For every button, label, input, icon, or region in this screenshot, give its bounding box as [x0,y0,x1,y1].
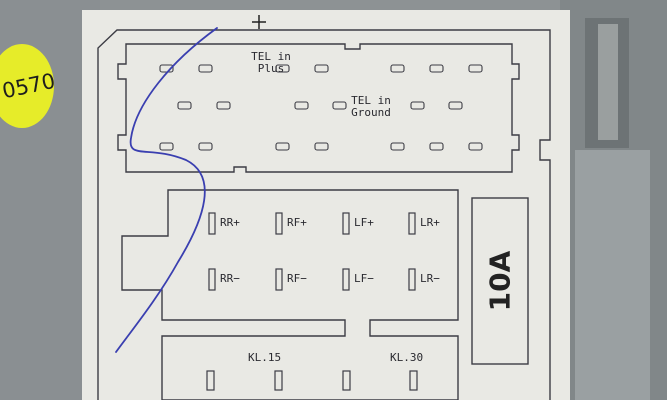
price-sticker: 0570 [0,44,58,128]
tel-ground-line1: TEL in [351,94,391,107]
housing-bar [598,24,618,140]
pin-label-lr-minus: LR− [420,272,440,285]
fuse-text: 10A [483,250,517,312]
tel-plus-label: TEL in Plus [246,51,296,75]
pin-label-rr-plus: RR+ [220,216,240,229]
speaker-connector-outline [121,189,459,400]
fuse-outline [471,197,529,365]
kl30-label: KL.30 [390,351,424,364]
pin-label-lf-plus: LF+ [354,216,374,229]
pin-label-lf-minus: LF− [354,272,374,285]
power-pin-slots [206,370,418,391]
speaker-pin-slots [208,212,416,291]
tel-ground-label: TEL in Ground [345,95,397,119]
fuse-label: 10A [476,206,524,356]
pin-label-rf-plus: RF+ [287,216,307,229]
pen-cross-mark [252,15,266,29]
label-paper [82,10,570,400]
housing-panel [575,150,650,400]
top-connector-outline [117,43,520,173]
kl15-label: KL.15 [248,351,282,364]
pin-label-rf-minus: RF− [287,272,307,285]
tel-plus-line1: TEL in [251,50,291,63]
top-pin-grid [159,64,483,151]
pin-label-lr-plus: LR+ [420,216,440,229]
outer-border [97,29,551,400]
tel-ground-line2: Ground [351,106,391,119]
pen-line [115,27,218,353]
sticker-text: 0570 [0,68,58,104]
tel-plus-line2: Plus [257,62,285,75]
pin-label-rr-minus: RR− [220,272,240,285]
